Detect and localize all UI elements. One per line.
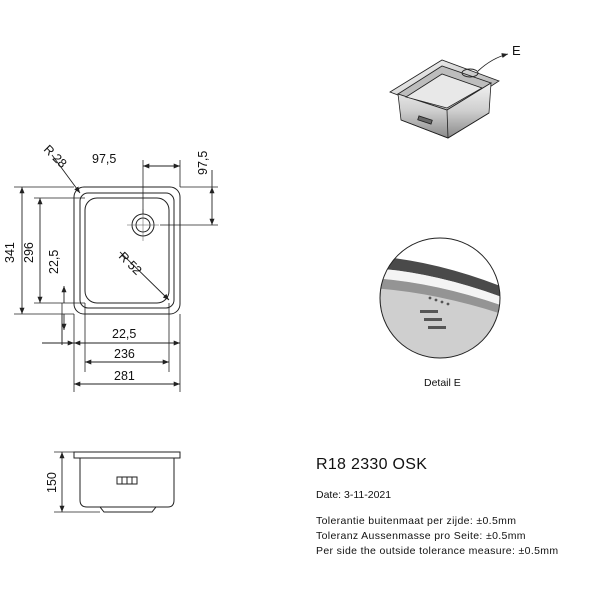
detail-e-view (379, 237, 501, 359)
radius-28-label: R 28 (41, 142, 70, 171)
detail-slot-1 (420, 310, 438, 313)
tolerance-german: Toleranz Aussenmasse pro Seite: ±0.5mm (316, 530, 526, 542)
detail-e-circle (379, 237, 501, 359)
extension-lines (14, 160, 218, 392)
tolerance-english: Per side the outside tolerance measure: … (316, 545, 559, 557)
isometric-view (389, 59, 500, 139)
dim-281-text: 281 (114, 369, 135, 383)
tolerance-dutch: Tolerantie buitenmaat per zijde: ±0.5mm (316, 515, 517, 527)
detail-e-leader (477, 53, 509, 72)
dim-97-5-right-text: 97,5 (196, 151, 210, 175)
front-extension-lines (54, 451, 100, 513)
dim-296-text: 296 (22, 242, 36, 263)
sink-rim-outline (79, 192, 175, 309)
front-bowl (79, 458, 175, 508)
detail-slot-3 (428, 326, 446, 329)
iso-detail-circle (461, 68, 479, 78)
sink-outer-outline (73, 186, 181, 315)
dim-97-5-top-text: 97,5 (92, 152, 116, 166)
detail-slot-2 (424, 318, 442, 321)
dimension-lines (19, 154, 215, 387)
front-drain (99, 506, 157, 513)
radius-28-leader (51, 154, 81, 194)
front-view (73, 451, 181, 513)
sink-bowl-outline (84, 197, 170, 304)
front-rim (73, 451, 181, 459)
radius-52-leader (119, 251, 170, 301)
dim-22-5-v-text: 22,5 (47, 250, 61, 274)
top-view (73, 186, 181, 315)
iso-overflow (417, 115, 433, 125)
radius-52-label: R 52 (116, 249, 145, 278)
iso-bowl-floor (405, 73, 483, 109)
dim-341-text: 341 (3, 242, 17, 263)
drawing-date: Date: 3-11-2021 (316, 489, 392, 501)
detail-e-label: Detail E (424, 377, 461, 389)
dim-22-5-h-text: 22,5 (112, 327, 136, 341)
dim-150-text: 150 (45, 472, 59, 493)
dim-236-text: 236 (114, 347, 135, 361)
detail-e-marker: E (512, 43, 521, 58)
model-number: R18 2330 OSK (316, 456, 428, 473)
